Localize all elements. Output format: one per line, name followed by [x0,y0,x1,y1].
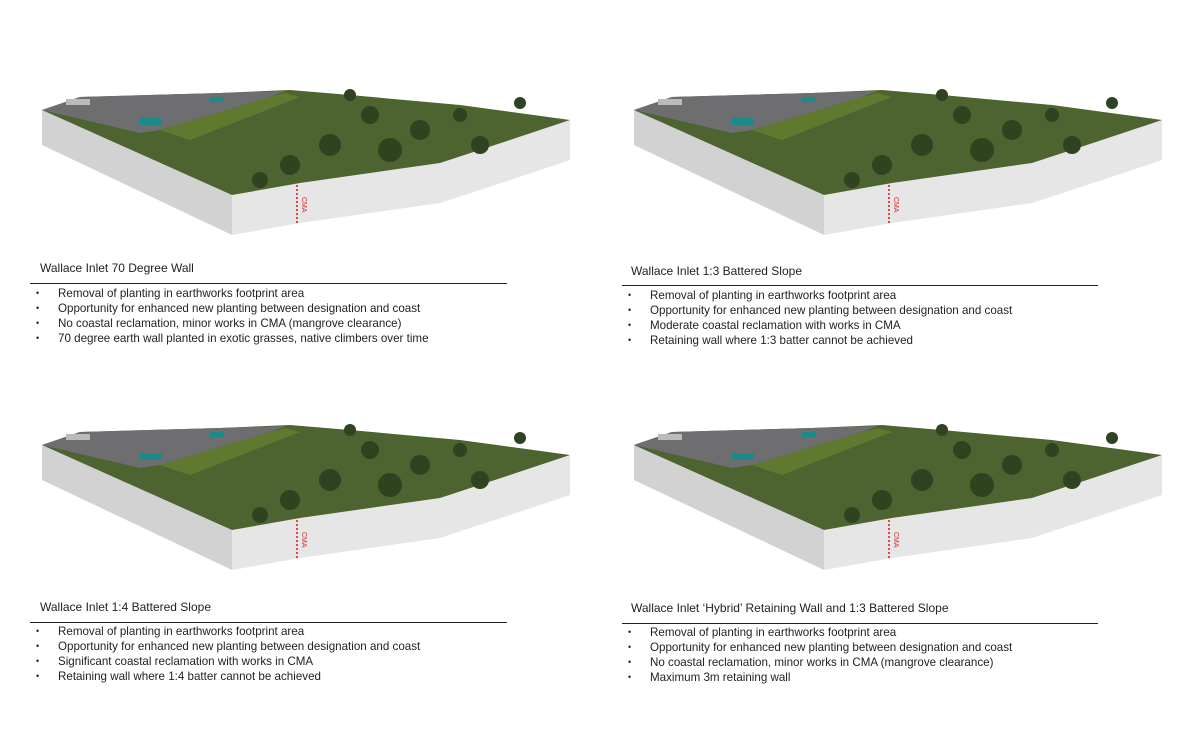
bullet-item: Removal of planting in earthworks footpr… [30,624,420,639]
left-section-face [42,445,232,570]
terrain-section-diagram: CMA [634,424,1162,570]
bullet-item: 70 degree earth wall planted in exotic g… [30,331,429,346]
left-section-face [634,110,824,235]
panel-title: Wallace Inlet 1:4 Battered Slope [40,600,211,614]
bullet-item: Retaining wall where 1:4 batter cannot b… [30,669,420,684]
bullet-item: Opportunity for enhanced new planting be… [30,301,429,316]
terrain-section-diagram: CMA [634,89,1162,235]
bus [140,453,162,460]
tree-cluster [252,424,526,523]
truck [658,99,682,105]
divider [622,623,1098,624]
diagram: CMA [40,85,580,245]
panel-title: Wallace Inlet 1:3 Battered Slope [631,264,802,278]
bullet-item: Retaining wall where 1:3 batter cannot b… [622,333,1012,348]
road [42,91,285,133]
bullet-item: No coastal reclamation, minor works in C… [30,316,429,331]
bullet-item: Removal of planting in earthworks footpr… [30,286,429,301]
bus [802,432,816,437]
tree-cluster [252,89,526,188]
cma-label: CMA [300,197,307,213]
terrain-section-diagram: CMA [42,89,570,235]
diagram: CMA [40,420,580,580]
bullet-item: Opportunity for enhanced new planting be… [622,303,1012,318]
left-section-face [42,110,232,235]
tree-cluster [844,424,1118,523]
bullet-list: Removal of planting in earthworks footpr… [30,624,420,684]
cma-label: CMA [892,197,899,213]
diagram: CMA [632,85,1172,245]
road [634,91,877,133]
cma-label: CMA [300,532,307,548]
left-section-face [634,445,824,570]
earthworks-slope [752,428,892,475]
bus [210,432,224,437]
bus [732,118,754,125]
divider [622,285,1098,286]
bullet-list: Removal of planting in earthworks footpr… [622,288,1012,348]
bullet-item: Maximum 3m retaining wall [622,670,1012,685]
bullet-item: Opportunity for enhanced new planting be… [30,639,420,654]
earthworks-slope [752,93,892,140]
bullet-item: Significant coastal reclamation with wor… [30,654,420,669]
diagram: CMA [632,420,1172,580]
panel-title: Wallace Inlet ‘Hybrid’ Retaining Wall an… [631,601,949,615]
bullet-item: Removal of planting in earthworks footpr… [622,288,1012,303]
road [42,426,285,468]
road [634,426,877,468]
bullet-item: Opportunity for enhanced new planting be… [622,640,1012,655]
cma-label: CMA [892,532,899,548]
tree-cluster [844,89,1118,188]
bullet-item: No coastal reclamation, minor works in C… [622,655,1012,670]
terrain-section-diagram: CMA [42,424,570,570]
bus [140,118,162,125]
divider [30,622,507,623]
bullet-list: Removal of planting in earthworks footpr… [622,625,1012,685]
divider [30,283,507,284]
panel-title: Wallace Inlet 70 Degree Wall [40,261,194,275]
bullet-item: Moderate coastal reclamation with works … [622,318,1012,333]
bus [210,97,224,102]
bus [732,453,754,460]
bus [802,97,816,102]
truck [66,99,90,105]
earthworks-slope [160,428,300,475]
bullet-item: Removal of planting in earthworks footpr… [622,625,1012,640]
truck [66,434,90,440]
truck [658,434,682,440]
bullet-list: Removal of planting in earthworks footpr… [30,286,429,346]
earthworks-slope [160,93,300,140]
